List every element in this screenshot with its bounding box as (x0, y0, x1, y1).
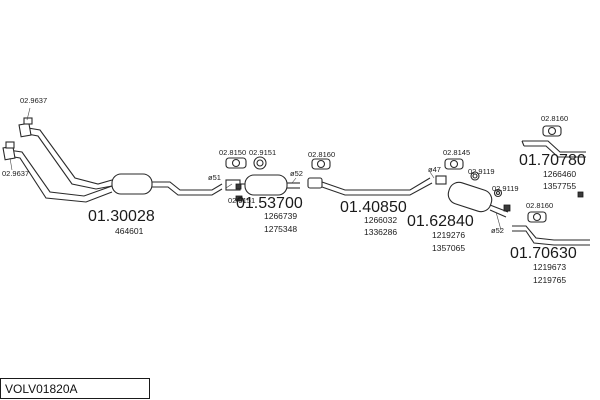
clamp-label: 02.9151 (249, 148, 276, 157)
tailpipe-lower-assembly (512, 225, 590, 246)
oem-reference: 1219765 (533, 275, 566, 285)
oem-reference: 1275348 (264, 224, 297, 234)
clamp-label: 02.9637 (2, 169, 29, 178)
diagram-code-box: VOLV01820A (0, 378, 150, 399)
part-number: 01.70630 (510, 245, 577, 262)
front-pipe-assembly (2, 122, 223, 203)
oem-reference: 1336286 (364, 227, 397, 237)
oem-reference: 1266739 (264, 211, 297, 221)
tailpipe-upper-assembly (521, 140, 586, 158)
oem-reference: 1219673 (533, 262, 566, 272)
oem-reference: 1357065 (432, 243, 465, 253)
ring-clamp-icon (470, 171, 480, 181)
hanger-clamp-icon (542, 125, 562, 137)
part-number: 01.62840 (407, 213, 474, 230)
oem-reference: 1357755 (543, 181, 576, 191)
part-number: 01.30028 (88, 208, 155, 225)
clamp-label: 02.8160 (308, 150, 335, 159)
oem-reference: 1219276 (432, 230, 465, 240)
oem-reference: 1266032 (364, 215, 397, 225)
oem-reference: 1266460 (543, 169, 576, 179)
middle-pipe-assembly (307, 177, 433, 196)
pipe-diameter-label: ø47 (428, 165, 441, 174)
oem-reference: 464601 (115, 226, 144, 236)
clamp-label: 02.9637 (20, 96, 47, 105)
ring-clamp-icon (253, 156, 267, 170)
clamp-label: 02.8160 (526, 201, 553, 210)
diagram-code: VOLV01820A (5, 382, 78, 396)
small-clamp-icon (577, 191, 584, 198)
hanger-clamp-icon (527, 211, 547, 223)
part-number: 01.70780 (519, 152, 586, 169)
hanger-clamp-icon (311, 158, 331, 170)
clamp-label: 02.9151 (228, 196, 255, 205)
hanger-clamp-icon (225, 157, 247, 169)
clamp-label: 02.8160 (541, 114, 568, 123)
rear-silencer-assembly (435, 175, 511, 218)
hanger-clamp-icon (444, 158, 464, 170)
clamp-label: 02.9119 (468, 167, 495, 176)
ring-clamp-icon (493, 188, 503, 198)
pipe-diameter-label: ø51 (208, 173, 221, 182)
pipe-diameter-label: ø52 (290, 169, 303, 178)
part-number: 01.53700 (236, 195, 303, 212)
clamp-label: 02.8150 (219, 148, 246, 157)
part-number: 01.40850 (340, 199, 407, 216)
small-clamp-icon (5, 117, 33, 149)
middle-silencer-assembly (225, 174, 300, 202)
clamp-label: 02.9119 (492, 184, 519, 193)
clamp-label: 02.8145 (443, 148, 470, 157)
pipe-diameter-label: ø52 (491, 226, 504, 235)
